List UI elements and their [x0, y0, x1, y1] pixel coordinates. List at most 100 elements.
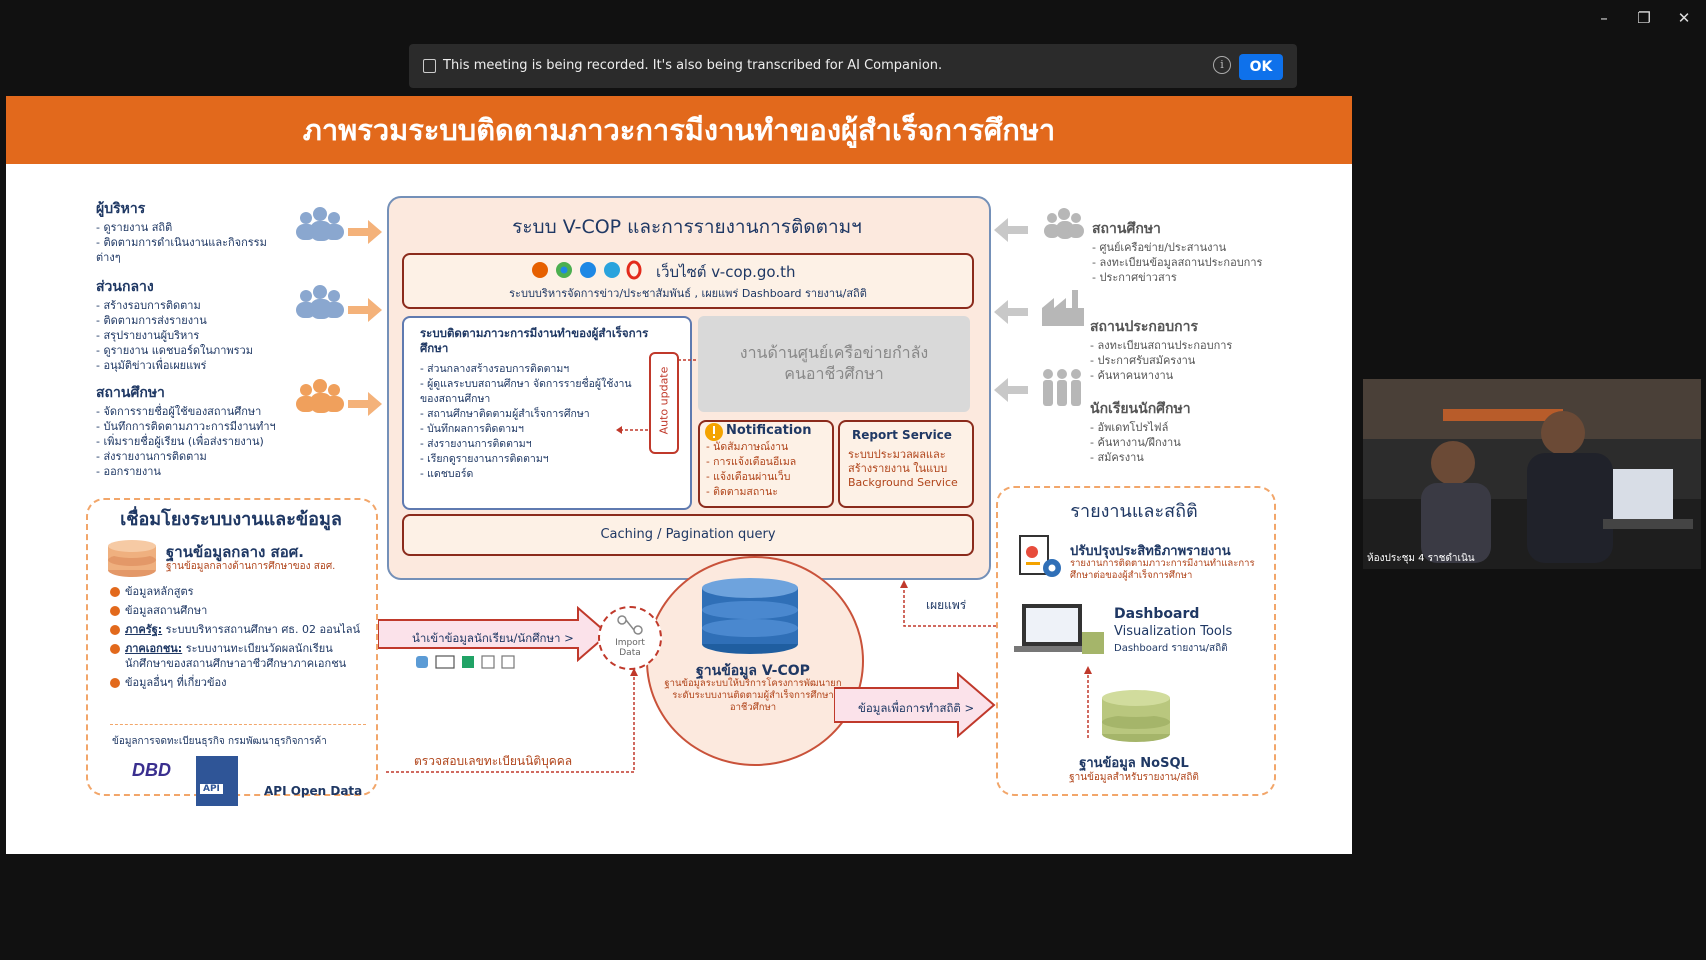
report-service-text: ระบบประมวลผลและสร้างรายงาน ในแบบ Backgro…	[848, 448, 958, 489]
students-list: อัพเดทโปรไฟล์ ค้นหางาน/ฝึกงาน สมัครงาน	[1090, 420, 1270, 465]
list-item: ลงทะเบียนข้อมูลสถานประกอบการ	[1092, 255, 1272, 270]
list-item: แดชบอร์ด	[420, 467, 640, 482]
list-item: สร้างรอบการติดตาม	[96, 298, 276, 313]
list-item: ค้นหางาน/ฝึกงาน	[1090, 435, 1270, 450]
institutions-heading: สถานศึกษา	[96, 385, 165, 401]
tracking-title: ระบบติดตามภาวะการมีงานทำของผู้สำเร็จการศ…	[420, 326, 649, 355]
tracking-list: ส่วนกลางสร้างรอบการติดตามฯ ผู้ดูแลระบบสถ…	[420, 362, 640, 482]
import-icon	[617, 615, 643, 635]
import-arrow-label: นำเข้าข้อมูลนักเรียน/นักศึกษา >	[412, 631, 574, 645]
improve-subtitle: รายงานการติดตามภาวะการมีงานทำและการศึกษา…	[1070, 558, 1255, 581]
close-button[interactable]: ✕	[1677, 9, 1691, 27]
api-icon: API	[196, 756, 238, 806]
network-title: งานด้านศูนย์เครือข่ายกำลังคนอาชีวศึกษา	[739, 343, 929, 383]
arrow-right-icon	[348, 220, 382, 416]
safari-icon	[604, 262, 620, 278]
list-item: ประกาศข่าวสาร	[1092, 270, 1272, 285]
stats-arrow	[834, 672, 996, 738]
left-actor-icons	[296, 207, 382, 416]
reports-box	[996, 486, 1276, 796]
list-item: ผู้ดูแลระบบสถานศึกษา จัดการรายชื่อผู้ใช้…	[420, 377, 640, 407]
list-item: ข้อมูลหลักสูตร	[110, 584, 370, 599]
list-item: ดูรายงาน แดชบอร์ดในภาพรวม	[96, 343, 276, 358]
list-item: อนุมัติข่าวเพื่อเผยแพร่	[96, 358, 276, 373]
list-item: บันทึกผลการติดตามฯ	[420, 422, 640, 437]
list-item: ส่วนกลางสร้างรอบการติดตามฯ	[420, 362, 640, 377]
executives-heading: ผู้บริหาร	[96, 201, 146, 217]
verify-label: ตรวจสอบเลขทะเบียนนิติบุคคล	[414, 754, 573, 768]
network-center-box: งานด้านศูนย์เครือข่ายกำลังคนอาชีวศึกษา	[698, 316, 970, 412]
report-gear-icon	[1019, 535, 1061, 577]
shared-slide: ภาพรวมระบบติดตามภาวะการมีงานทำของผู้สำเร…	[6, 96, 1352, 854]
dashboard-subtitle: Visualization Tools	[1114, 624, 1233, 639]
central-database-icon	[108, 540, 156, 577]
executives-list: ดูรายงาน สถิติ ติดตามการดำเนินงานและกิจก…	[96, 220, 276, 265]
list-item: นัดสัมภาษณ์งาน	[706, 440, 826, 455]
publish-dashed-line	[900, 580, 996, 627]
vcop-title: ระบบ V-COP และการรายงานการติดตามฯ	[512, 216, 862, 238]
list-item: จัดการรายชื่อผู้ใช้ของสถานศึกษา	[96, 404, 296, 419]
list-item: ส่งรายงานการติดตาม	[96, 449, 296, 464]
minimize-button[interactable]: –	[1600, 9, 1608, 27]
list-item: เรียกดูรายงานการติดตามฯ	[420, 452, 640, 467]
dbd-caption: ข้อมูลการจดทะเบียนธุรกิจ กรมพัฒนาธุรกิจก…	[112, 736, 327, 747]
enterprise-heading: สถานประกอบการ	[1090, 319, 1199, 335]
list-item: ข้อมูลอื่นๆ ที่เกี่ยวข้อง	[110, 675, 370, 690]
notification-list: นัดสัมภาษณ์งาน การแจ้งเตือนอีเมล แจ้งเตื…	[706, 440, 826, 500]
institutions-list: จัดการรายชื่อผู้ใช้ของสถานศึกษา บันทึกกา…	[96, 404, 296, 479]
right-institution-list: ศูนย์เครือข่าย/ประสานงาน ลงทะเบียนข้อมูล…	[1092, 240, 1272, 285]
vcop-database-icon	[702, 578, 798, 654]
list-item: ข้อมูลสถานศึกษา	[110, 603, 370, 618]
list-item: บันทึกการติดตามภาวะการมีงานทำฯ	[96, 419, 296, 434]
reports-title: รายงานและสถิติ	[1070, 501, 1198, 522]
recording-banner: This meeting is being recorded. It's als…	[409, 44, 1297, 88]
list-item: สรุปรายงานผู้บริหาร	[96, 328, 276, 343]
divider	[110, 724, 366, 725]
people-icon	[1044, 208, 1084, 239]
list-item: ภาคเอกชน: ระบบงานทะเบียนวัดผลนักเรียนนัก…	[110, 641, 370, 671]
right-institution-section: สถานศึกษา ศูนย์เครือข่าย/ประสานงาน ลงทะเ…	[1092, 218, 1272, 285]
central-section: ส่วนกลาง สร้างรอบการติดตาม ติดตามการส่งร…	[96, 276, 276, 373]
slide-title: ภาพรวมระบบติดตามภาวะการมีงานทำของผู้สำเร…	[6, 96, 1352, 164]
list-item: ติดตามสถานะ	[706, 485, 826, 500]
import-arrow	[378, 606, 610, 662]
maximize-button[interactable]: ❐	[1637, 9, 1651, 27]
list-item: ติดตามการส่งรายงาน	[96, 313, 276, 328]
report-service-box	[838, 420, 974, 508]
students-icon	[1043, 369, 1081, 406]
central-list: สร้างรอบการติดตาม ติดตามการส่งรายงาน สรุ…	[96, 298, 276, 373]
api-open-data-label: API Open Data	[264, 784, 363, 798]
people-icon	[296, 379, 344, 413]
nosql-dashed-line	[1084, 666, 1092, 738]
website-title: เว็บไซต์ v-cop.go.th	[656, 263, 796, 281]
stats-arrow-label: ข้อมูลเพื่อการทำสถิติ >	[858, 701, 975, 715]
nosql-database-icon	[1102, 690, 1170, 742]
enterprise-list: ลงทะเบียนสถานประกอบการ ประกาศรับสมัครงาน…	[1090, 338, 1290, 383]
video-scene	[1363, 379, 1701, 569]
ie-icon	[580, 262, 596, 278]
central-db-subtitle: ฐานข้อมูลกลางด้านการศึกษาของ สอศ.	[166, 561, 336, 572]
info-icon[interactable]: i	[1213, 56, 1231, 74]
factory-icon	[1042, 290, 1084, 326]
publish-label: เผยแพร่	[926, 598, 967, 612]
list-item: ค้นหาคนหางาน	[1090, 368, 1290, 383]
ok-button[interactable]: OK	[1239, 54, 1283, 80]
executives-section: ผู้บริหาร ดูรายงาน สถิติ ติดตามการดำเนิน…	[96, 198, 276, 265]
list-item: การแจ้งเตือนอีเมล	[706, 455, 826, 470]
firefox-icon	[532, 262, 548, 278]
auto-update-badge: Auto update	[649, 352, 679, 454]
report-service-title: Report Service	[852, 428, 952, 442]
participant-video[interactable]: ห้องประชุม 4 ราชดำเนิน	[1363, 379, 1701, 569]
caching-label: Caching / Pagination query	[600, 527, 776, 542]
opera-icon	[626, 260, 642, 280]
dashboard-caption: Dashboard รายงาน/สถิติ	[1114, 643, 1228, 654]
warning-icon	[705, 423, 723, 441]
caching-box: Caching / Pagination query	[402, 514, 974, 556]
auto-update-arrows	[616, 356, 704, 434]
people-icon	[296, 207, 344, 241]
central-heading: ส่วนกลาง	[96, 279, 154, 295]
list-item: อัพเดทโปรไฟล์	[1090, 420, 1270, 435]
list-item: สมัครงาน	[1090, 450, 1270, 465]
list-item: ส่งรายงานการติดตามฯ	[420, 437, 640, 452]
link-items: ข้อมูลหลักสูตร ข้อมูลสถานศึกษา ภาครัฐ: ร…	[110, 584, 370, 690]
